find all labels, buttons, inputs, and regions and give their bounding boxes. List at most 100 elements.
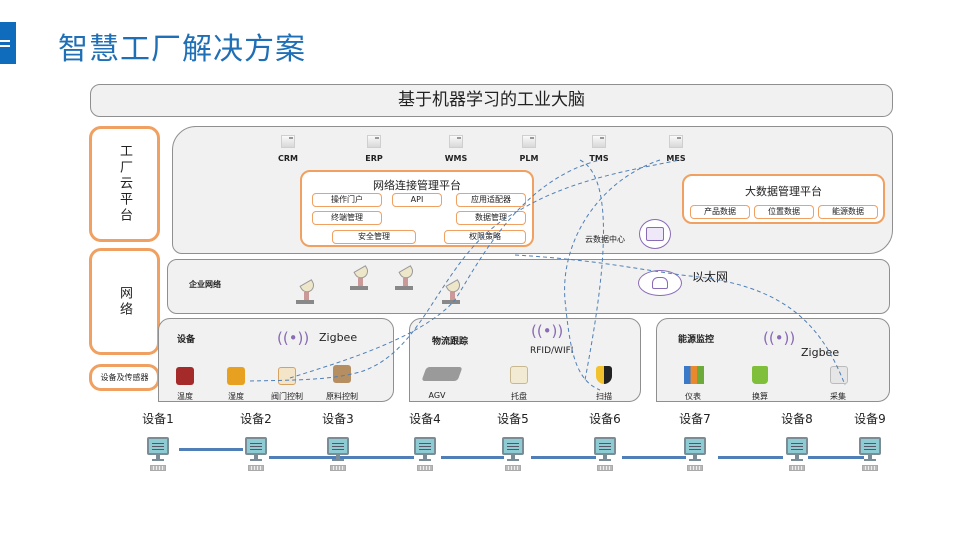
system-label: TMS [589, 154, 609, 163]
industrial-brain-bar: 基于机器学习的工业大脑 [90, 84, 893, 117]
dashed-link [289, 159, 601, 379]
item-label: 阀门控制 [271, 392, 303, 401]
keyboard-icon [150, 465, 166, 471]
system-crm[interactable]: CRM [268, 135, 308, 163]
chip-security-mgmt[interactable]: 安全管理 [332, 230, 416, 244]
item-label: 原料控制 [326, 392, 358, 401]
cloud-platform-label: 工厂云平台 [89, 126, 160, 242]
protocol-label: RFID/WIFI [530, 346, 574, 356]
system-erp[interactable]: ERP [354, 135, 394, 163]
computer-icon [147, 437, 169, 471]
monitor-icon [327, 437, 349, 455]
network-mgmt-platform: 网络连接管理平台 操作门户 API 应用适配器 终端管理 数据管理 安全管理 权… [300, 170, 534, 247]
chip-data-mgmt[interactable]: 数据管理 [456, 211, 526, 225]
dashed-link [249, 159, 681, 382]
menu-icon-bar [0, 45, 10, 47]
monitor-stand [511, 455, 515, 459]
computer-icon [594, 437, 616, 471]
monitor-stand [693, 455, 697, 459]
computer-icon [684, 437, 706, 471]
chip-product-data[interactable]: 产品数据 [690, 205, 750, 219]
cloud-dc-label: 云数据中心 [585, 235, 625, 244]
group-devices-panel [158, 318, 394, 402]
device-label: 设备3 [322, 412, 354, 426]
tv-icon [227, 367, 245, 385]
item-label: 仪表 [685, 392, 701, 401]
item-label: 温度 [177, 392, 193, 401]
monitor-stand [603, 455, 607, 459]
item-label: 湿度 [228, 392, 244, 401]
device-label: 设备2 [240, 412, 272, 426]
device-node[interactable]: 设备8 [772, 410, 822, 471]
system-label: WMS [444, 154, 468, 163]
enterprise-network-label: 企业网络 [189, 280, 221, 289]
monitor-icon [245, 437, 267, 455]
chip-api[interactable]: API [392, 193, 442, 207]
dashed-link [579, 159, 604, 381]
chip-energy-data[interactable]: 能源数据 [818, 205, 878, 219]
system-plm[interactable]: PLM [509, 135, 549, 163]
network-link [269, 456, 414, 459]
trash-icon [752, 366, 768, 384]
device-node[interactable]: 设备1 [133, 410, 183, 471]
computer-icon [327, 437, 349, 471]
pallet-icon [510, 366, 528, 384]
monitor-stand [254, 455, 258, 459]
monitor-base [152, 459, 164, 461]
keyboard-icon [330, 465, 346, 471]
system-tms[interactable]: TMS [579, 135, 619, 163]
keyboard-icon [789, 465, 805, 471]
keyboard-icon [417, 465, 433, 471]
system-mes[interactable]: MES [656, 135, 696, 163]
computer-icon [786, 437, 808, 471]
chip-permission-policy[interactable]: 权限策略 [444, 230, 526, 244]
computer-icon [859, 437, 881, 471]
monitor-icon [594, 437, 616, 455]
device-node[interactable]: 设备3 [313, 410, 363, 471]
package-icon [333, 365, 351, 383]
chip-app-adapter[interactable]: 应用适配器 [456, 193, 526, 207]
monitor-base [689, 459, 701, 461]
network-panel [167, 259, 890, 314]
network-link [718, 456, 783, 459]
binders-icon [684, 366, 704, 384]
device-node[interactable]: 设备2 [231, 410, 281, 471]
network-mgmt-title: 网络连接管理平台 [373, 179, 461, 192]
satellite-icon [350, 265, 371, 290]
chip-operation-portal[interactable]: 操作门户 [312, 193, 382, 207]
device-node[interactable]: 设备6 [580, 410, 630, 471]
network-link [808, 456, 864, 459]
device-label: 设备1 [142, 412, 174, 426]
protocol-label: Zigbee [319, 331, 358, 344]
network-link [179, 448, 243, 451]
document-icon [449, 135, 463, 148]
wifi-icon: ((•)) [277, 329, 310, 347]
item-label: 采集 [830, 392, 846, 401]
device-node[interactable]: 设备9 [845, 410, 895, 471]
satellite-icon [296, 279, 317, 304]
device-node[interactable]: 设备5 [488, 410, 538, 471]
monitor-icon [502, 437, 524, 455]
monitor-base [864, 459, 876, 461]
group-energy-panel [656, 318, 890, 402]
document-icon [367, 135, 381, 148]
device-node[interactable]: 设备4 [400, 410, 450, 471]
chip-terminal-mgmt[interactable]: 终端管理 [312, 211, 382, 225]
system-wms[interactable]: WMS [436, 135, 476, 163]
device-node[interactable]: 设备7 [670, 410, 720, 471]
monitor-stand [423, 455, 427, 459]
shield-icon [596, 366, 612, 384]
document-icon [281, 135, 295, 148]
menu-button[interactable] [0, 22, 16, 64]
monitor-stand [156, 455, 160, 459]
system-label: ERP [365, 154, 383, 163]
chip-location-data[interactable]: 位置数据 [754, 205, 814, 219]
keyboard-icon [248, 465, 264, 471]
network-link [531, 456, 596, 459]
network-link [441, 456, 504, 459]
cloud-datacenter-icon [639, 219, 671, 249]
device-label: 设备9 [854, 412, 886, 426]
devices-sensors-label: 设备及传感器 [89, 364, 160, 391]
system-label: PLM [519, 154, 539, 163]
